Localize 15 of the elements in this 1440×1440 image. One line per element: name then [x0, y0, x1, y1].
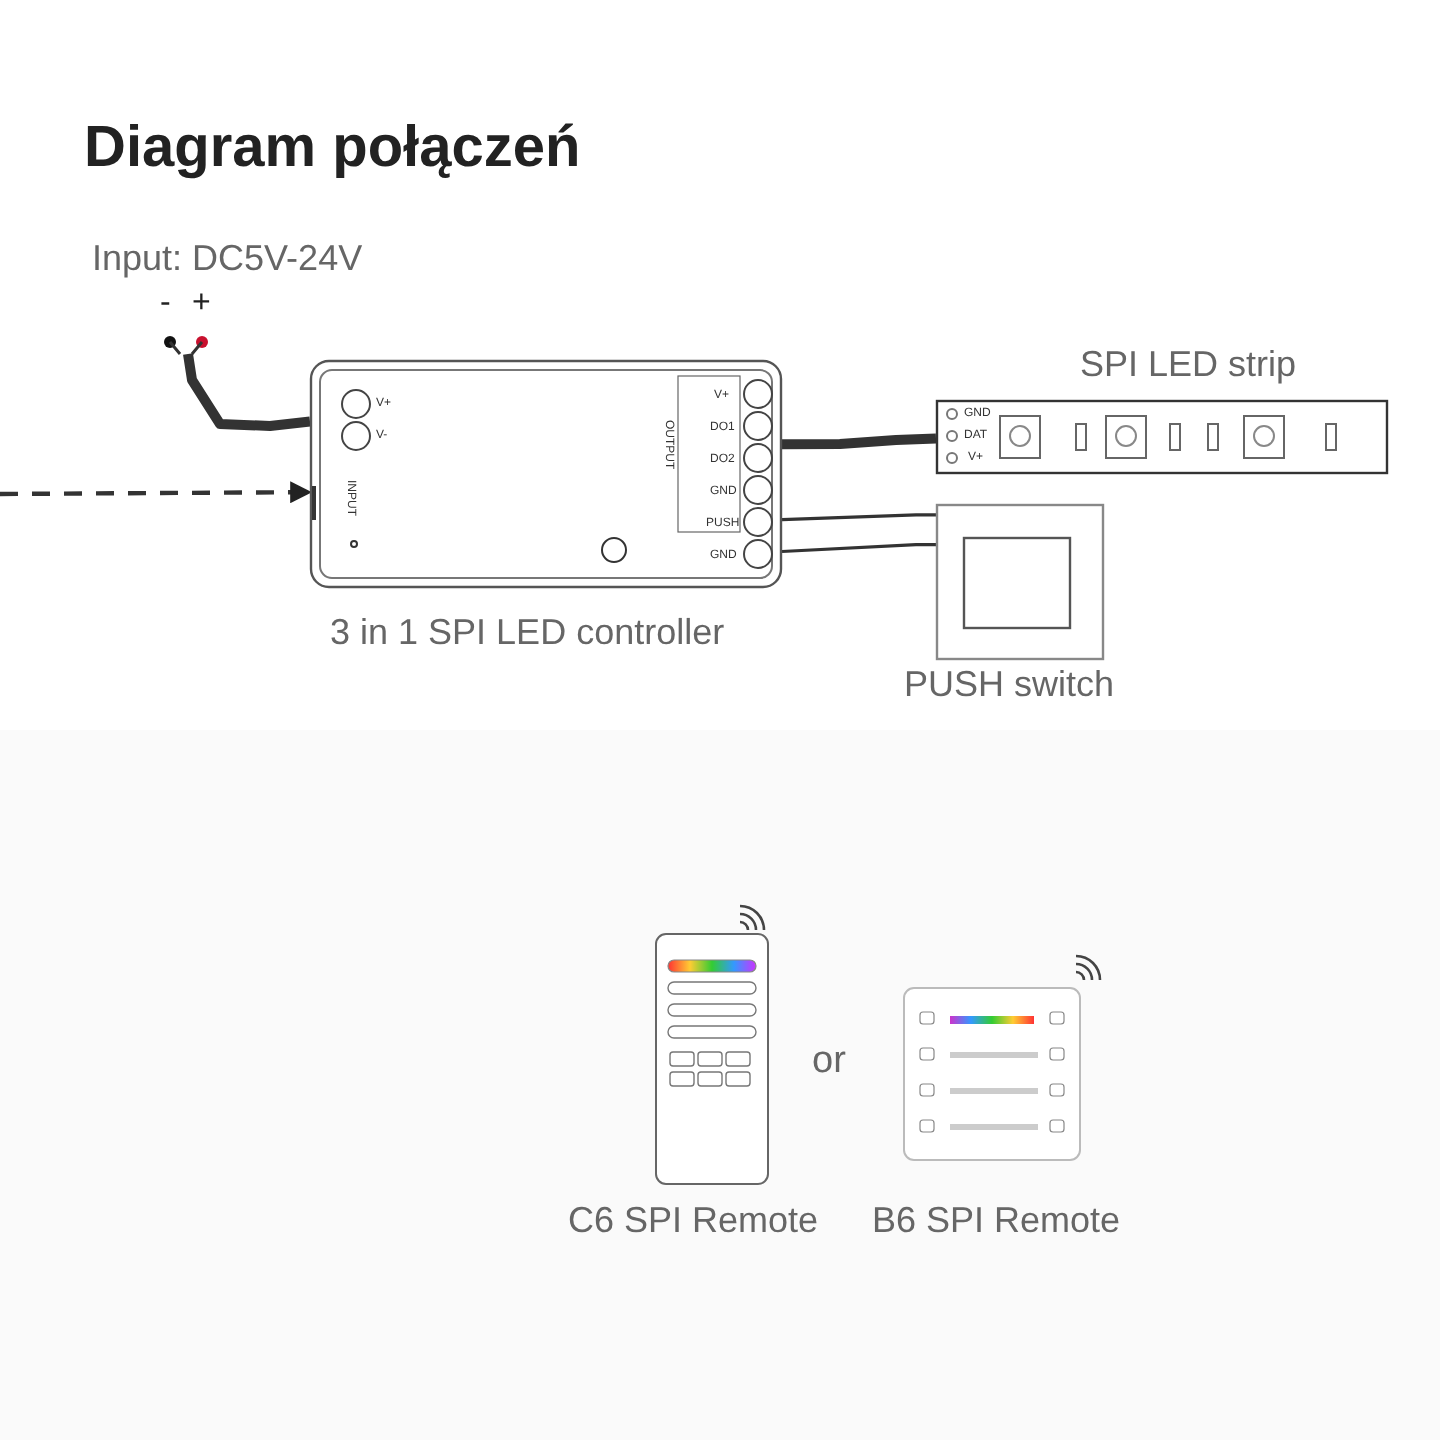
node-label: Input: DC5V-24V — [92, 238, 363, 280]
connector-line — [781, 513, 936, 522]
node-label: PUSH switch — [904, 664, 1115, 706]
node-label: C6 SPI Remote — [568, 1200, 819, 1242]
connector-line — [781, 542, 936, 554]
polarity-label: + — [192, 286, 211, 322]
node-label: SPI LED strip — [1080, 344, 1297, 386]
cable — [183, 353, 311, 431]
cable — [781, 433, 937, 450]
polarity-label: - — [160, 286, 171, 322]
diagram-title: Diagram połączeń — [84, 116, 581, 182]
node-label: B6 SPI Remote — [872, 1200, 1121, 1242]
arrow — [0, 481, 313, 504]
connector-word: or — [812, 1042, 846, 1080]
node-label: 3 in 1 SPI LED controller — [330, 612, 725, 654]
